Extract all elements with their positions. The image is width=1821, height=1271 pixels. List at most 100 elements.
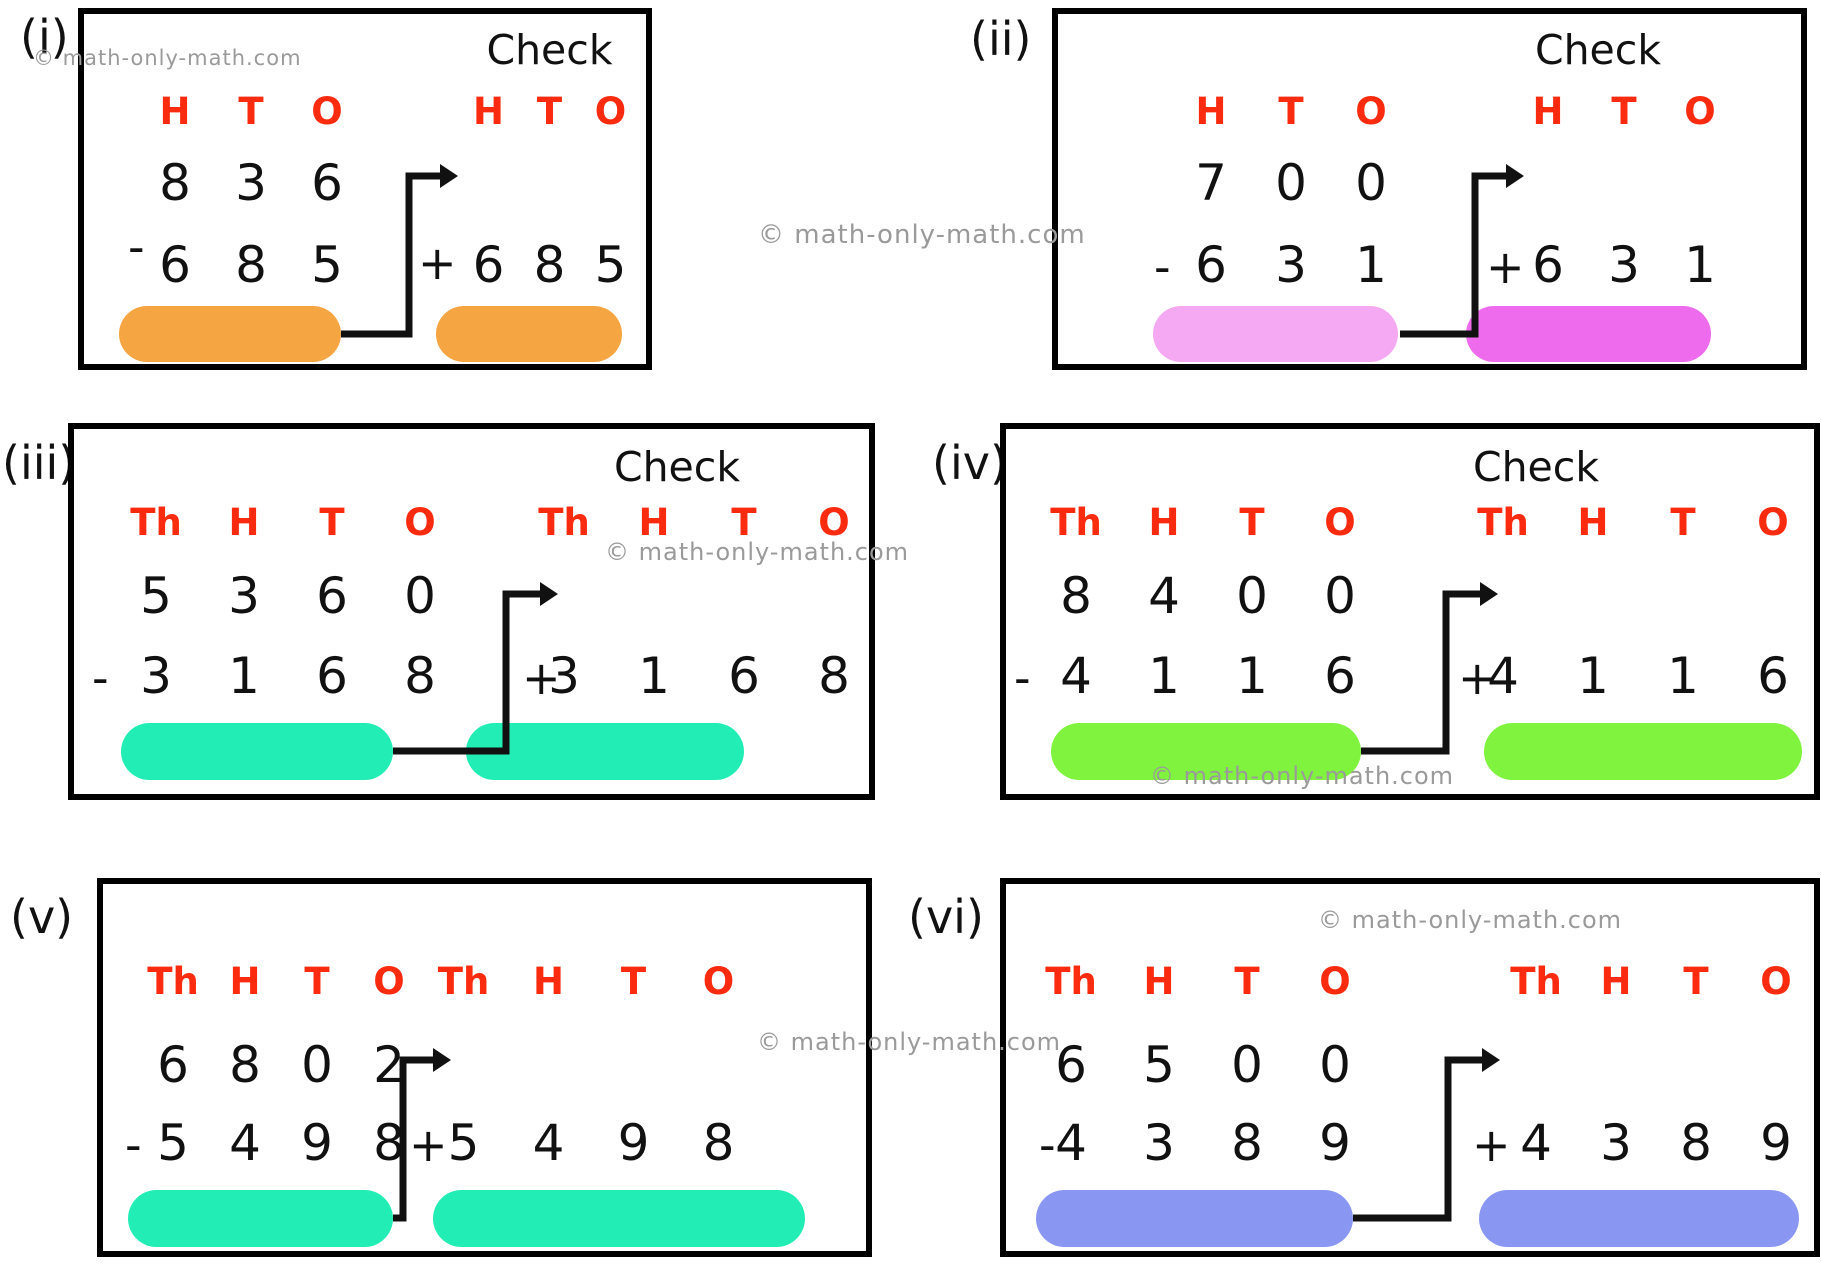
place-value-headers-left: Th H T O <box>112 501 464 544</box>
digit: 1 <box>1236 647 1268 705</box>
place-value-headers-left: H T O <box>1171 90 1411 133</box>
header-cell: T <box>304 960 330 1003</box>
header-cell: T <box>1239 501 1265 544</box>
header-cell: H <box>1532 90 1564 133</box>
header-cell: Th <box>130 501 182 544</box>
check-title: Check <box>1472 443 1600 491</box>
header-cell: O <box>373 960 405 1003</box>
check-title: Check <box>486 26 613 74</box>
place-value-headers-right: Th H T O <box>421 960 761 1003</box>
header-cell: Th <box>1477 501 1529 544</box>
check-title: Check <box>613 443 741 491</box>
subtrahend-row: 6 3 1 <box>1171 236 1411 294</box>
place-value-headers-left: Th H T O <box>1032 501 1384 544</box>
header-cell: T <box>1683 960 1709 1003</box>
digit: 6 <box>311 154 343 212</box>
digit: 8 <box>1231 1114 1263 1172</box>
digit: 4 <box>1055 1114 1087 1172</box>
header-cell: O <box>702 960 735 1003</box>
header-cell: T <box>319 501 345 544</box>
minus-sign: - <box>125 1118 142 1172</box>
digit: 1 <box>228 647 260 705</box>
digit: 5 <box>1143 1036 1175 1094</box>
header-cell: O <box>1319 960 1351 1003</box>
panel-ii: Check H T O H T O 7 0 0 - 6 3 1 + 6 3 1 <box>1052 8 1807 370</box>
panel-label-iv: (iv) <box>932 436 1008 490</box>
digit: 4 <box>1148 567 1180 625</box>
place-value-headers-left: H T O <box>137 90 365 133</box>
header-cell: H <box>638 501 670 544</box>
digit: 0 <box>1231 1036 1263 1094</box>
header-cell: O <box>594 90 627 133</box>
digit: 8 <box>235 236 267 294</box>
digit: 1 <box>1577 647 1609 705</box>
check-addend-row: 6 3 1 <box>1510 236 1738 294</box>
header-cell: O <box>404 501 436 544</box>
header-cell: O <box>311 90 343 133</box>
digit: 0 <box>1319 1036 1351 1094</box>
minus-sign: - <box>128 220 145 274</box>
place-value-headers-right: H T O <box>1510 90 1738 133</box>
place-value-headers-right: Th H T O <box>1496 960 1816 1003</box>
subtrahend-row: 3 1 6 8 <box>112 647 464 705</box>
digit: 5 <box>140 567 172 625</box>
digit: 8 <box>229 1036 261 1094</box>
watermark: © math-only-math.com <box>758 220 1086 250</box>
panel-i: Check H T O H T O 8 3 6 - 6 8 5 + 6 8 5 <box>78 8 652 370</box>
digit: 8 <box>1060 567 1092 625</box>
panel-iii: Check Th H T O Th H T O 5 3 6 0 - 3 1 6 … <box>68 423 875 800</box>
digit: 4 <box>229 1114 261 1172</box>
header-cell: T <box>1670 501 1696 544</box>
answer-pill-left <box>1153 306 1398 362</box>
header-cell: T <box>1611 90 1637 133</box>
header-cell: H <box>533 960 564 1003</box>
subtrahend-row: 4 3 8 9 <box>1027 1114 1379 1172</box>
header-cell: H <box>1195 90 1227 133</box>
answer-pill-left <box>128 1190 393 1247</box>
digit: 8 <box>159 154 191 212</box>
header-cell: Th <box>1045 960 1097 1003</box>
digit: 6 <box>316 567 348 625</box>
digit: 1 <box>1355 236 1387 294</box>
digit: 3 <box>1143 1114 1175 1172</box>
answer-pill-left <box>121 723 393 780</box>
minuend-row: 5 3 6 0 <box>112 567 464 625</box>
digit: 1 <box>1684 236 1716 294</box>
panel-v: Th H T O Th H T O 6 8 0 2 - 5 4 9 8 + 5 … <box>97 878 872 1257</box>
answer-pill-left <box>119 306 341 362</box>
header-cell: Th <box>147 960 199 1003</box>
check-addend-row: 6 8 5 <box>458 236 641 294</box>
header-cell: T <box>731 501 757 544</box>
digit: 9 <box>617 1114 650 1172</box>
check-title: Check <box>1534 26 1662 74</box>
digit: 8 <box>533 236 566 294</box>
digit: 6 <box>1532 236 1564 294</box>
header-cell: Th <box>437 960 490 1003</box>
plus-sign: + <box>418 236 457 290</box>
digit: 0 <box>1236 567 1268 625</box>
digit: 3 <box>140 647 172 705</box>
minus-sign: - <box>92 651 109 705</box>
header-cell: Th <box>1510 960 1562 1003</box>
digit: 6 <box>1195 236 1227 294</box>
header-cell: H <box>229 960 261 1003</box>
header-cell: H <box>159 90 191 133</box>
minuend-row: 6 5 0 0 <box>1027 1036 1379 1094</box>
digit: 0 <box>1275 154 1307 212</box>
digit: 5 <box>447 1114 480 1172</box>
minuend-row: 8 4 0 0 <box>1032 567 1384 625</box>
digit: 8 <box>1680 1114 1712 1172</box>
panel-label-iii: (iii) <box>2 436 77 490</box>
answer-pill-right <box>433 1190 805 1247</box>
header-cell: O <box>1324 501 1356 544</box>
header-cell: T <box>238 90 264 133</box>
header-cell: H <box>1577 501 1609 544</box>
digit: 6 <box>1324 647 1356 705</box>
minuend-row: 7 0 0 <box>1171 154 1411 212</box>
header-cell: O <box>1684 90 1716 133</box>
watermark: © math-only-math.com <box>1318 906 1623 934</box>
digit: 6 <box>472 236 505 294</box>
check-addend-row: 4 3 8 9 <box>1496 1114 1816 1172</box>
digit: 2 <box>373 1036 405 1094</box>
panel-label-v: (v) <box>10 890 74 944</box>
